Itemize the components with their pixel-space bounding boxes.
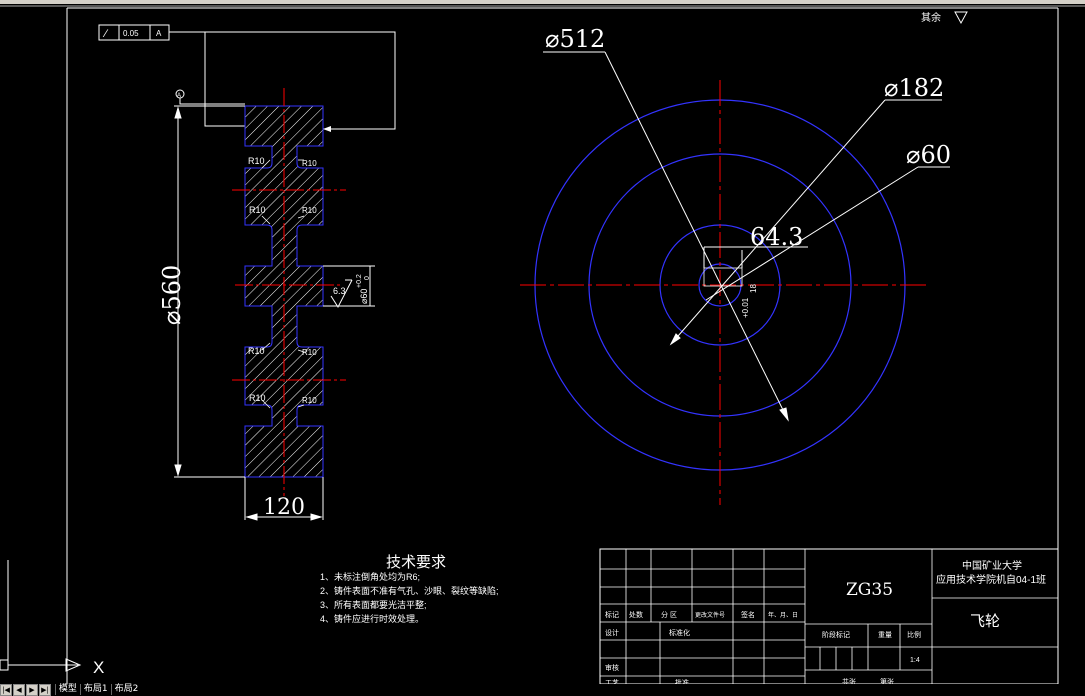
tab-next-icon[interactable]: ▶ xyxy=(26,684,38,696)
dim-mid: ⌀182 xyxy=(884,74,944,102)
stage-label: 阶段标记 xyxy=(822,630,850,639)
material: ZG35 xyxy=(846,580,893,600)
r-label-5: R10 xyxy=(248,346,265,356)
r-label-4: R10 xyxy=(302,206,317,215)
tech-req-title: 技术要求 xyxy=(386,554,446,571)
tab-layout-2[interactable]: 布局2 xyxy=(110,684,142,695)
ucs-icon xyxy=(0,560,82,672)
col-date: 年、月、日 xyxy=(768,611,798,619)
roughness-triangle-icon xyxy=(954,11,968,25)
drawing-frame xyxy=(0,5,1085,684)
col-mark: 标记 xyxy=(605,610,619,619)
col-sign: 签名 xyxy=(741,610,755,619)
row-approve: 批准 xyxy=(675,678,689,684)
col-count: 处数 xyxy=(629,610,643,619)
front-view: ⌀512 ⌀182 ⌀60 64.3 +0.01 18 xyxy=(520,25,951,505)
dim-bore: ⌀60 xyxy=(906,141,951,169)
r-label-2: R10 xyxy=(302,159,317,168)
dim-keyway: 64.3 xyxy=(750,223,803,251)
part-name: 飞轮 xyxy=(970,613,1000,630)
r-label-7: R10 xyxy=(249,393,266,403)
dim-height: ⌀560 xyxy=(158,265,186,325)
dim-width: 120 xyxy=(263,495,305,520)
r-label-3: R10 xyxy=(249,205,266,215)
school-name: 中国矿业大学 xyxy=(962,559,1022,572)
ucs-x-label: X xyxy=(93,658,104,677)
gdt-datum: A xyxy=(156,29,162,38)
bore-tol-upper: +0.2 xyxy=(356,274,363,288)
gdt-tolerance: 0.05 xyxy=(123,29,139,38)
r-label-6: R10 xyxy=(302,348,317,357)
sheet-number: 第张 xyxy=(880,677,894,684)
row-design: 设计 xyxy=(605,628,619,637)
tab-first-icon[interactable]: |◀ xyxy=(0,684,12,696)
bore-dim: ⌀60 xyxy=(359,289,369,304)
section-view: R10 R10 R10 R10 R10 R10 R10 R10 ⌀560 xyxy=(158,88,375,521)
scale-label: 比例 xyxy=(907,630,921,639)
tech-requirements: 技术要求 1、未标注倒角处均为R6; 2、铸件表面不准有气孔、沙眼、裂纹等缺陷;… xyxy=(320,554,499,624)
gdt-runout-symbol: ∕ xyxy=(102,28,109,40)
sheets-total: 共张 xyxy=(842,677,856,684)
title-block: ZG35 中国矿业大学 应用技术学院机自04-1班 飞轮 标记 处数 分 区 更… xyxy=(599,548,1059,684)
weight-label: 重量 xyxy=(878,631,892,639)
gdt-frame: ∕ 0.05 A A xyxy=(98,24,396,132)
scale-value: 1:4 xyxy=(910,657,920,664)
window-top-edge xyxy=(0,0,1085,4)
tab-last-icon[interactable]: ▶| xyxy=(39,684,51,696)
key-tol-small: 18 xyxy=(749,284,758,293)
school-class: 应用技术学院机自04-1班 xyxy=(936,573,1046,586)
r-label-8: R10 xyxy=(302,396,317,405)
key-tol: +0.01 xyxy=(741,297,750,318)
corner-note: 其余 xyxy=(921,11,941,24)
tech-req-item-4: 4、铸件应进行时效处理。 xyxy=(320,613,424,624)
col-zone: 分 区 xyxy=(661,610,677,619)
roughness-value: 6.3 xyxy=(333,286,346,296)
tab-prev-icon[interactable]: ◀ xyxy=(13,684,25,696)
row-std: 标准化 xyxy=(669,628,690,637)
tab-model[interactable]: 模型 xyxy=(54,684,80,695)
dim-outer: ⌀512 xyxy=(545,25,605,53)
bore-tol-lower: 0 xyxy=(364,276,371,280)
row-process: 工艺 xyxy=(605,679,619,684)
tech-req-item-2: 2、铸件表面不准有气孔、沙眼、裂纹等缺陷; xyxy=(320,585,499,596)
r-label-1: R10 xyxy=(248,156,265,166)
tech-req-item-1: 1、未标注倒角处均为R6; xyxy=(320,571,420,582)
tab-layout-1[interactable]: 布局1 xyxy=(79,684,111,695)
row-review: 审核 xyxy=(605,663,619,672)
tech-req-item-3: 3、所有表面都要光洁平整; xyxy=(320,599,427,610)
datum-marker: A xyxy=(177,93,181,99)
col-change-doc: 更改文件号 xyxy=(695,611,725,619)
